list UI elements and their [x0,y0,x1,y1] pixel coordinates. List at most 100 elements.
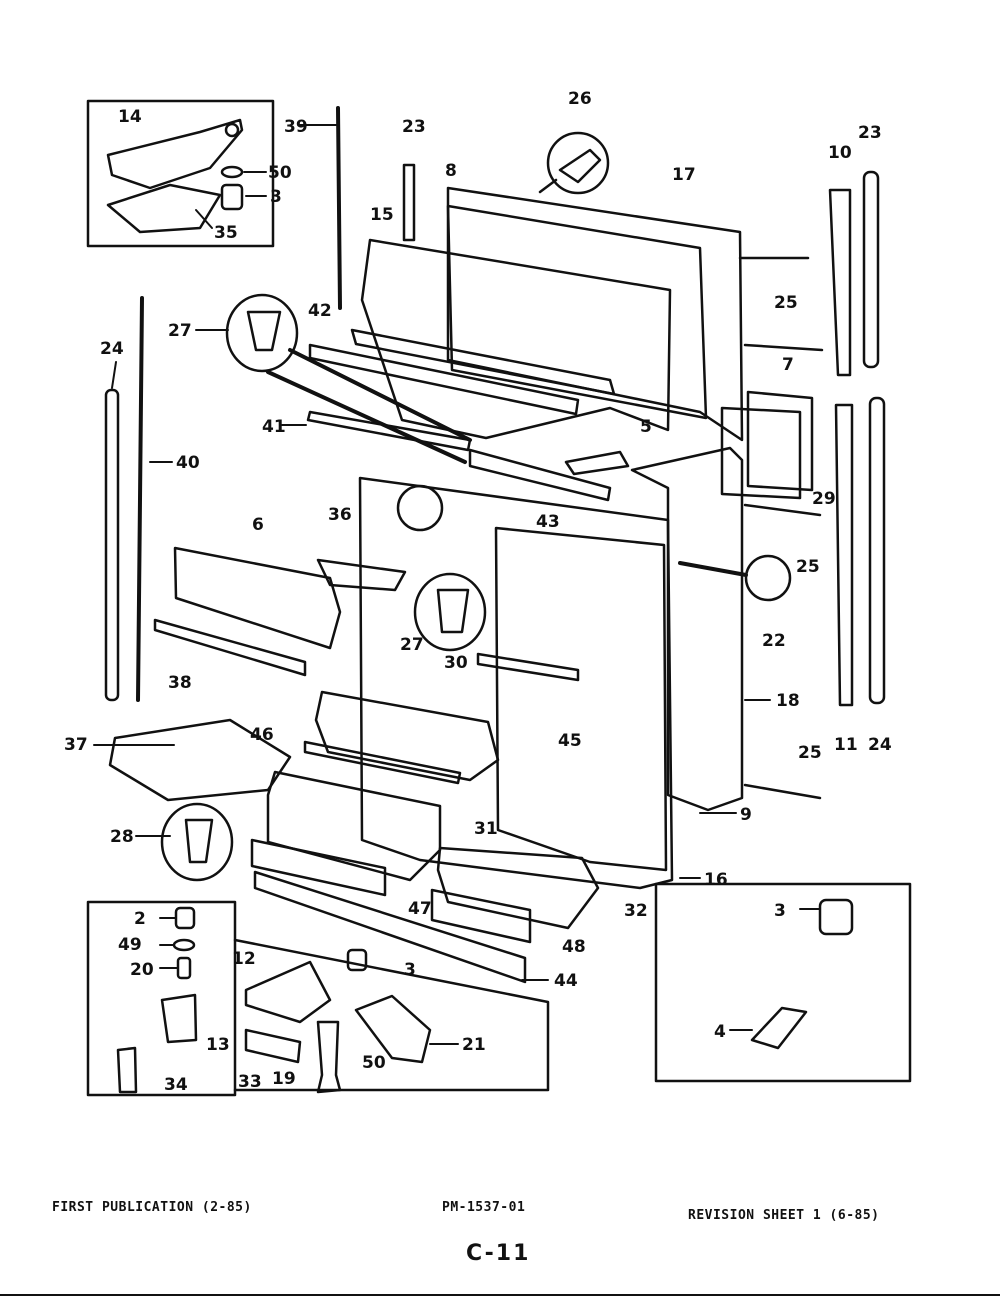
callout-22 [744,554,792,602]
rail-38 [153,618,307,677]
part-label: 25 [796,557,820,577]
part-label: 48 [562,937,586,957]
leader-22 [678,561,748,577]
bracket-34 [116,1046,138,1094]
door-gasket-9 [494,526,668,872]
part-label: 19 [272,1069,296,1089]
part-label: 28 [110,827,134,847]
footer-publication: FIRST PUBLICATION (2-85) [52,1200,252,1215]
footer-revision: REVISION SHEET 1 (6-85) [688,1208,880,1223]
part-label: 40 [176,453,200,473]
part-label: 4 [714,1022,726,1042]
part-label: 35 [214,223,238,243]
rod-25-c [743,503,822,517]
callout-28 [160,802,234,882]
part-label: 13 [206,1035,230,1055]
part-label: 24 [868,735,892,755]
shelf-bar-47 [250,838,387,897]
part-label: 15 [370,205,394,225]
leader-26 [538,178,558,194]
rod-25-d [743,783,822,800]
part-label: 47 [408,899,432,919]
bottom-rule [0,1294,1000,1296]
part-label: 50 [268,163,292,183]
shelf-bar-48 [430,888,532,944]
shelf-bar-46 [303,740,462,785]
door-frame-18 [630,446,744,812]
part-label: 41 [262,417,286,437]
part-label: 6 [252,515,264,535]
part-label: 29 [812,489,836,509]
egg-tray-37 [108,718,292,802]
part-label: 10 [828,143,852,163]
part-label: 38 [168,673,192,693]
hinge-27-top [246,310,282,352]
part-label: 22 [762,631,786,651]
shelf-rail-42 [308,343,580,416]
trim-24-left [104,388,120,702]
part-label: 2 [134,909,146,929]
hinge-plate-14 [106,118,244,190]
handle-5 [564,450,630,476]
bin-32 [436,846,600,930]
part-label: 20 [130,960,154,980]
part-label: 34 [164,1075,188,1095]
part-label: 3 [404,960,416,980]
trim-24-right [868,396,886,705]
footer-part-code: PM-1537-01 [442,1200,526,1215]
door-dividers-43 [468,448,612,502]
bushing-3-mid [346,948,368,972]
part-label: 3 [270,187,282,207]
part-label: 12 [232,949,256,969]
bushing-3-right [818,898,854,936]
freezer-door-outer-17 [446,186,744,442]
washer-49 [172,938,196,952]
gasket-39 [336,106,342,310]
part-label: 11 [834,735,858,755]
part-label: 16 [704,870,728,890]
part-label: 8 [445,161,457,181]
part-label: 3 [774,901,786,921]
bushing-3 [220,183,244,211]
bracket-7 [746,390,814,492]
part-label: 45 [558,731,582,751]
fresh-food-door-16 [358,476,674,890]
part-label: 26 [568,89,592,109]
gasket-40 [136,296,144,702]
page-number: C-11 [466,1241,531,1266]
part-label: 24 [100,339,124,359]
leader-27-top-a [266,370,467,464]
callout-26 [546,131,610,195]
part-label: 37 [64,735,88,755]
inset-connector [233,938,550,1092]
callout-27-top [225,293,299,373]
cam-26 [558,148,602,184]
trim-23-right [862,170,880,369]
pin-19 [316,1020,342,1094]
part-label: 5 [640,417,652,437]
part-label: 42 [308,301,332,321]
shelf-rail-41 [306,410,472,452]
trim-23-left [402,163,416,242]
part-label: 18 [776,691,800,711]
callout-27-mid [413,572,487,652]
rod-25-b [743,343,824,352]
hinge-27-mid [436,588,470,634]
part-label: 32 [624,901,648,921]
butter-6 [173,546,342,650]
hinge-pin [224,122,240,138]
part-label: 21 [462,1035,486,1055]
plate-21 [354,994,432,1064]
hinge-28 [184,818,214,864]
inset-box-bottom-right [654,882,912,1083]
part-label: 27 [168,321,192,341]
part-label: 14 [118,107,142,127]
part-label: 23 [402,117,426,137]
bin-30 [314,690,500,782]
part-label: 25 [798,743,822,763]
part-label: 7 [782,355,794,375]
rail-44 [253,870,527,984]
clip-4 [750,1006,808,1050]
part-label: 31 [474,819,498,839]
